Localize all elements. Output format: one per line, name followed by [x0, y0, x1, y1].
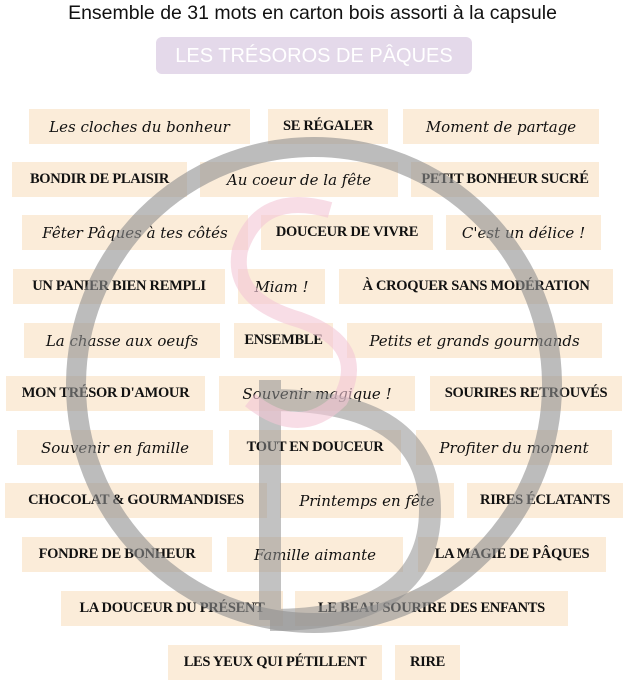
word-tag: Souvenir magique ! — [219, 376, 415, 411]
word-tag: Souvenir en famille — [17, 430, 213, 465]
word-tag: Au coeur de la fête — [200, 162, 398, 197]
word-tag: CHOCOLAT & GOURMANDISES — [5, 483, 267, 518]
word-tag: LA DOUCEUR DU PRÉSENT — [61, 591, 283, 626]
word-tag: Fêter Pâques à tes côtés — [22, 215, 248, 250]
word-tag: LA MAGIE DE PÂQUES — [418, 537, 606, 572]
word-tag: ENSEMBLE — [234, 323, 333, 358]
word-tag: SOURIRES RETROUVÉS — [430, 376, 622, 411]
word-tag: La chasse aux oeufs — [24, 323, 220, 358]
word-tag: RIRES ÉCLATANTS — [467, 483, 623, 518]
word-tag: Les cloches du bonheur — [29, 109, 250, 144]
collection-badge: LES TRÉSOROS DE PÂQUES — [156, 37, 472, 74]
word-tag: RIRE — [395, 645, 460, 680]
page-title: Ensemble de 31 mots en carton bois assor… — [68, 2, 557, 24]
word-tag: DOUCEUR DE VIVRE — [261, 215, 433, 250]
word-tag: À CROQUER SANS MODÉRATION — [339, 269, 613, 304]
word-tag: PETIT BONHEUR SUCRÉ — [411, 162, 599, 197]
word-tag: SE RÉGALER — [268, 109, 388, 144]
word-tag: LES YEUX QUI PÉTILLENT — [168, 645, 382, 680]
word-tag: Petits et grands gourmands — [347, 323, 602, 358]
word-tag: LE BEAU SOURIRE DES ENFANTS — [295, 591, 568, 626]
word-tag: Profiter du moment — [416, 430, 612, 465]
word-tag: C'est un délice ! — [446, 215, 601, 250]
word-tag: TOUT EN DOUCEUR — [229, 430, 401, 465]
word-tag: BONDIR DE PLAISIR — [12, 162, 187, 197]
word-tag: Printemps en fête — [280, 483, 454, 518]
word-tag: MON TRÉSOR D'AMOUR — [6, 376, 205, 411]
word-tag: FONDRE DE BONHEUR — [22, 537, 212, 572]
word-tag: UN PANIER BIEN REMPLI — [13, 269, 225, 304]
word-tag: Miam ! — [238, 269, 325, 304]
word-tag: Famille aimante — [227, 537, 403, 572]
word-tag: Moment de partage — [403, 109, 599, 144]
